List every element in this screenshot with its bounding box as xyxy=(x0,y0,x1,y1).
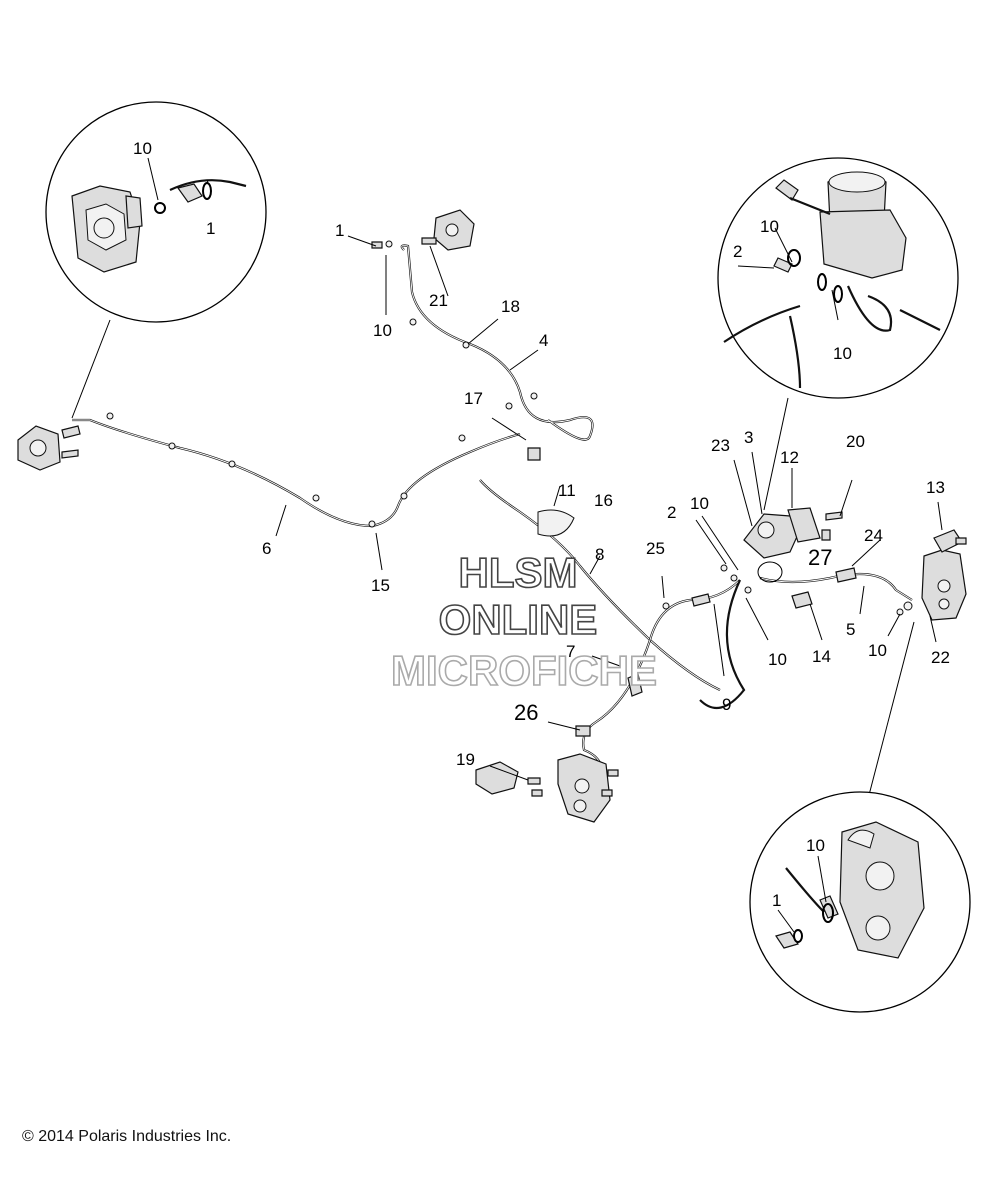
callout-3: 3 xyxy=(744,428,753,447)
callout-9: 9 xyxy=(722,695,731,714)
callout-10: 10 xyxy=(768,650,787,669)
callout-15: 15 xyxy=(371,576,390,595)
callout-13: 13 xyxy=(926,478,945,497)
callout-6: 6 xyxy=(262,539,271,558)
watermark-line-1: HLSM xyxy=(459,549,578,596)
callout-4: 4 xyxy=(539,331,548,350)
callout-1: 1 xyxy=(772,891,781,910)
callout-5: 5 xyxy=(846,620,855,639)
callout-10: 10 xyxy=(868,641,887,660)
watermark-line-3: MICROFICHE xyxy=(391,647,657,694)
callout-19: 19 xyxy=(456,750,475,769)
callout-12: 12 xyxy=(780,448,799,467)
copyright-notice: © 2014 Polaris Industries Inc. xyxy=(22,1128,232,1145)
callout-22: 22 xyxy=(931,648,950,667)
callout-8: 8 xyxy=(595,545,604,564)
callout-11: 11 xyxy=(558,481,576,500)
callout-2: 2 xyxy=(733,242,742,261)
callout-labels: 10 1 1 10 21 18 4 17 11 16 6 15 10 2 10 … xyxy=(133,139,950,910)
callout-10: 10 xyxy=(833,344,852,363)
callout-26: 26 xyxy=(514,700,538,725)
callout-21: 21 xyxy=(429,291,448,310)
callout-1: 1 xyxy=(206,219,215,238)
watermark: HLSM ONLINE MICROFICHE xyxy=(390,548,658,695)
callout-14: 14 xyxy=(812,647,831,666)
callout-7: 7 xyxy=(566,642,575,661)
center-brake-lines xyxy=(479,479,783,791)
detail-circle-bottom-right xyxy=(749,791,971,1013)
detail-circle-top-left xyxy=(45,101,267,419)
callout-17: 17 xyxy=(464,389,483,408)
callout-10: 10 xyxy=(133,139,152,158)
callout-24: 24 xyxy=(864,526,883,545)
rear-right-caliper xyxy=(475,753,619,823)
right-front-brake-line xyxy=(759,501,967,823)
rear-left-brake-line xyxy=(17,412,541,571)
callout-2: 2 xyxy=(667,503,676,522)
callout-27: 27 xyxy=(808,545,832,570)
callout-23: 23 xyxy=(711,436,730,455)
master-cylinder-assembly xyxy=(733,451,853,559)
callout-10: 10 xyxy=(760,217,779,236)
callout-18: 18 xyxy=(501,297,520,316)
callout-1: 1 xyxy=(335,221,344,240)
watermark-line-2: ONLINE xyxy=(439,596,598,643)
callout-25: 25 xyxy=(646,539,665,558)
callout-10: 10 xyxy=(373,321,392,340)
callout-10: 10 xyxy=(806,836,825,855)
callout-20: 20 xyxy=(846,432,865,451)
callout-16: 16 xyxy=(594,491,613,510)
callout-10: 10 xyxy=(690,494,709,513)
upper-front-brake-line xyxy=(347,209,594,441)
detail-circle-top-right xyxy=(717,157,959,511)
